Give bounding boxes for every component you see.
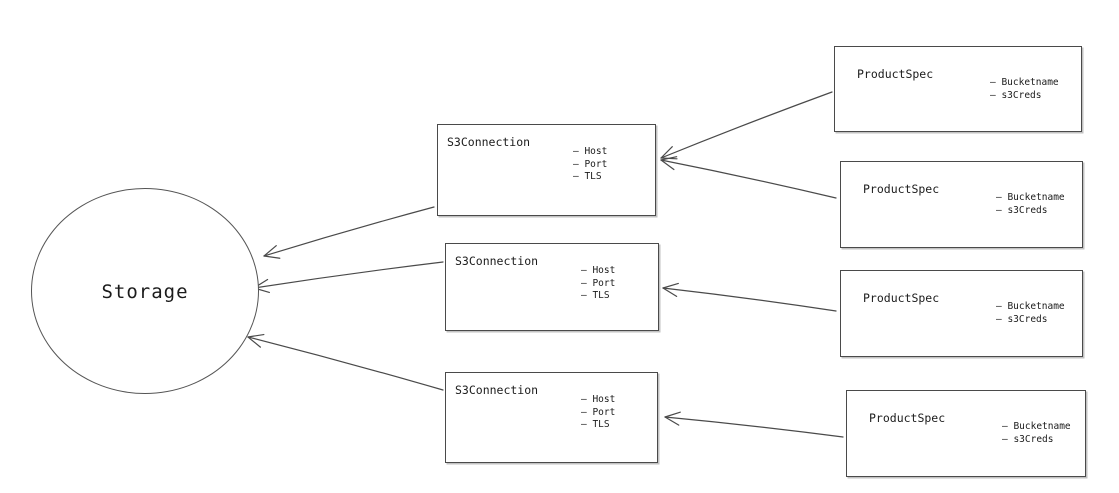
node-field: – Port — [581, 406, 616, 418]
node-field: – Bucketname — [996, 301, 1065, 312]
arrow-productspec-3-to-s3connection-2 — [662, 282, 837, 312]
productspec-fields-4: – Bucketname– s3Creds — [1002, 421, 1071, 446]
arrow-s3connection-2-to-storage — [253, 261, 444, 294]
node-field: – TLS — [581, 290, 610, 301]
arrow-productspec-1-to-s3connection-1 — [660, 91, 833, 160]
s3connection-title-3: S3Connection — [455, 383, 539, 397]
s3connection-title-1: S3Connection — [447, 135, 531, 149]
s3connection-fields-1: – Host– Port– TLS — [573, 146, 607, 184]
productspec-title-1: ProductSpec — [857, 67, 934, 81]
node-field: – Host — [581, 394, 616, 405]
productspec-title-2: ProductSpec — [863, 182, 940, 196]
arrow-productspec-2-to-s3connection-1 — [660, 156, 837, 199]
node-field: – Bucketname — [1002, 421, 1071, 432]
productspec-title-3: ProductSpec — [863, 291, 940, 305]
node-field: – Port — [573, 158, 608, 170]
productspec-fields-3: – Bucketname– s3Creds — [996, 301, 1065, 326]
s3connection-node-3[interactable]: S3Connection – Host– Port– TLS — [445, 372, 658, 463]
storage-label: Storage — [101, 281, 189, 303]
productspec-node-3[interactable]: ProductSpec – Bucketname– s3Creds — [840, 270, 1083, 357]
s3connection-fields-3: – Host– Port– TLS — [581, 394, 615, 432]
node-field: – Host — [581, 265, 616, 276]
productspec-fields-2: – Bucketname– s3Creds — [996, 192, 1065, 217]
node-field: – TLS — [581, 419, 610, 430]
productspec-node-2[interactable]: ProductSpec – Bucketname– s3Creds — [840, 161, 1083, 248]
s3connection-node-2[interactable]: S3Connection – Host– Port– TLS — [445, 243, 659, 331]
s3connection-fields-2: – Host– Port– TLS — [581, 265, 615, 303]
node-field: – Port — [581, 277, 616, 289]
arrow-s3connection-1-to-storage — [263, 206, 435, 259]
node-field: – Host — [573, 146, 608, 157]
arrow-productspec-4-to-s3connection-3 — [664, 411, 844, 438]
storage-node[interactable]: Storage — [31, 188, 259, 394]
productspec-node-1[interactable]: ProductSpec – Bucketname– s3Creds — [834, 46, 1082, 132]
arrow-s3connection-3-to-storage — [247, 333, 444, 391]
node-field: – s3Creds — [996, 204, 1048, 216]
node-field: – s3Creds — [996, 313, 1048, 325]
s3connection-node-1[interactable]: S3Connection – Host– Port– TLS — [437, 124, 656, 216]
productspec-node-4[interactable]: ProductSpec – Bucketname– s3Creds — [846, 390, 1086, 477]
node-field: – Bucketname — [990, 77, 1059, 88]
node-field: – s3Creds — [990, 89, 1042, 101]
node-field: – TLS — [573, 171, 602, 182]
productspec-fields-1: – Bucketname– s3Creds — [990, 77, 1059, 102]
node-field: – s3Creds — [1002, 433, 1054, 445]
s3connection-title-2: S3Connection — [455, 254, 539, 268]
node-field: – Bucketname — [996, 192, 1065, 203]
productspec-title-4: ProductSpec — [869, 411, 946, 425]
